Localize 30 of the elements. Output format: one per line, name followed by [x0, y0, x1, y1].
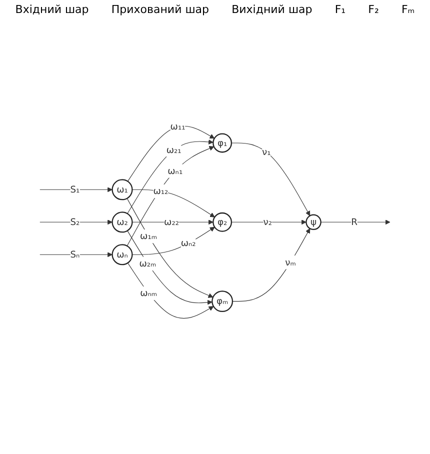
- weight-label: F₁: [334, 3, 346, 16]
- neuron-circle: ψ: [306, 214, 322, 230]
- network-diagram: ω₁₁ ω₂₁ ν₁ ωₙ₁ S₁ ω₁₂ S₂ ω₂₂ ν₂ R ω₁ₘ ωₙ₂ Sₙ ω₂ₘ νₘ ωₙₘ ω₁ ω₂ ωₙ φ₁ φ₂ φₘ ψ: [1, 116, 429, 328]
- arrow: [127, 139, 214, 214]
- arrow: [40, 252, 113, 257]
- arrow: [231, 219, 306, 224]
- arrow: [232, 228, 310, 302]
- weight-label: Fₘ: [401, 3, 415, 16]
- arrow: [126, 146, 214, 246]
- neuron-circle: ω₂: [112, 211, 133, 232]
- layer-heading: Прихований шар: [111, 3, 210, 16]
- neuron-circle: φ₂: [212, 212, 232, 232]
- arrow: [320, 219, 390, 224]
- neuron-circle: ωₙ: [112, 244, 133, 265]
- arrow: [40, 186, 113, 192]
- arrow: [132, 188, 215, 217]
- arrow: [132, 226, 215, 254]
- neuron-circle: φₘ: [212, 290, 234, 312]
- arrow: [127, 262, 214, 318]
- layer-heading: Вхідний шар: [15, 3, 89, 16]
- arrow: [127, 230, 212, 304]
- weight-label: F₂: [368, 3, 379, 16]
- neuron-circle: φ₁: [212, 132, 232, 152]
- layer-heading: Вихідний шар: [232, 3, 312, 16]
- arrow: [40, 219, 113, 224]
- arrow: [132, 219, 214, 224]
- arrow: [127, 125, 215, 182]
- arrow: [126, 198, 214, 298]
- neuron-circle: ω₁: [112, 178, 133, 200]
- arrow: [231, 142, 310, 216]
